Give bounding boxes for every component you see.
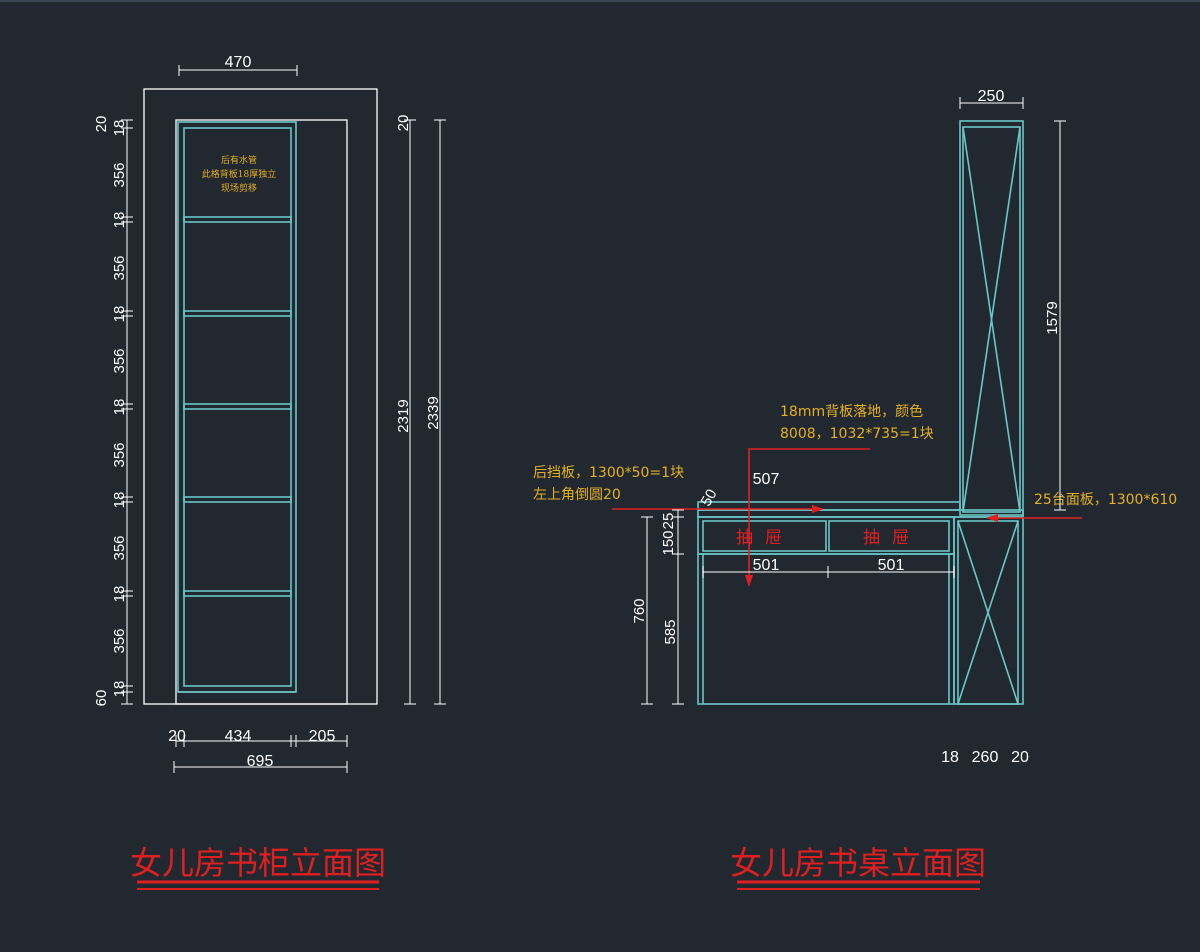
dim-inner-height: 2319 <box>395 399 412 432</box>
dim-bottom-total: 695 <box>247 753 274 770</box>
note-line-2: 此格背板18厚独立 <box>202 168 276 180</box>
dim-bottom-left: 20 <box>168 728 186 745</box>
dim-bottom-a: 18 <box>941 749 959 766</box>
side-cabinet-inner <box>957 520 1019 705</box>
dim-drawer-width-2: 501 <box>878 557 905 574</box>
dim-left-board-top: 18 <box>111 120 128 137</box>
bookcase-shelves <box>183 216 292 597</box>
dim-drawer-height: 150 <box>660 530 677 555</box>
dim-top-thickness: 25 <box>660 513 677 530</box>
dim-left-gap-4: 356 <box>111 442 128 467</box>
note-back-panel-1: 18mm背板落地，颜色 <box>780 403 923 420</box>
shelf-4 <box>183 496 292 503</box>
dim-bottom-b: 260 <box>972 749 999 766</box>
dim-left-gap-3: 356 <box>111 348 128 373</box>
tower-outer <box>959 120 1024 516</box>
note-back-panel-2: 8008，1032*735=1块 <box>780 426 934 442</box>
dim-desk-height: 760 <box>631 598 648 623</box>
countertop <box>697 509 1024 518</box>
drawer-1-label: 抽屉 <box>736 528 794 548</box>
arrow-head <box>745 575 753 587</box>
drawer-1 <box>702 520 827 552</box>
dim-left-top-margin: 20 <box>93 116 110 133</box>
dim-left-plinth: 60 <box>93 690 110 707</box>
shelf-2 <box>183 310 292 317</box>
dim-left-board-2: 18 <box>111 306 128 323</box>
dim-left-gap-5: 356 <box>111 535 128 560</box>
shelf-5 <box>183 590 292 597</box>
drawer-2 <box>828 520 950 552</box>
desk-title: 女儿房书桌立面图 <box>730 844 986 882</box>
dim-bottom-right: 205 <box>309 728 336 745</box>
note-line-3: 现场剪移 <box>221 182 257 194</box>
leader-back-panel <box>748 448 870 585</box>
dim-drawer-width-1: 501 <box>753 557 780 574</box>
dim-left-gap-6: 356 <box>111 628 128 653</box>
shelf-3 <box>183 403 292 410</box>
dim-left-board-5: 18 <box>111 586 128 603</box>
note-countertop: 25台面板，1300*610 <box>1034 492 1177 508</box>
dim-backsplash-width: 507 <box>753 471 780 488</box>
dim-left-board-3: 18 <box>111 399 128 416</box>
drawer-2-label: 抽屉 <box>863 528 921 548</box>
note-backsplash-2: 左上角倒圆20 <box>533 487 621 503</box>
tower-cross-2 <box>962 126 1021 513</box>
dim-tower-width: 250 <box>978 88 1005 105</box>
bookcase-elevation: 后有水管 此格背板18厚独立 现场剪移 470 20 18 <box>93 54 446 890</box>
arrow-head <box>812 505 824 513</box>
left-chain-ticks <box>121 119 133 705</box>
dim-left-board-4: 18 <box>111 492 128 509</box>
dim-bottom-c: 20 <box>1011 749 1029 766</box>
dim-left-gap-2: 356 <box>111 255 128 280</box>
note-line-1: 后有水管 <box>221 154 257 166</box>
note-backsplash-1: 后挡板，1300*50=1块 <box>533 465 684 481</box>
dim-left-board-1: 18 <box>111 212 128 229</box>
desk-elevation: 抽屉 抽屉 18mm背板落地，颜色 8008，1032*735=1块 后挡板，1… <box>533 88 1177 890</box>
bookcase-carcass <box>177 121 297 693</box>
dim-leg-height: 585 <box>662 619 679 644</box>
tower-inner <box>962 126 1021 513</box>
desk-knee-space <box>697 553 955 705</box>
dim-right-top-margin: 20 <box>395 115 412 132</box>
bookcase-wall-opening <box>175 119 348 705</box>
dim-top-width: 470 <box>225 54 252 71</box>
bookcase-inner <box>183 127 292 687</box>
dim-left-gap-1: 356 <box>111 162 128 187</box>
dim-total-height: 2339 <box>425 396 442 429</box>
dim-bottom-inner: 434 <box>225 728 252 745</box>
bookcase-outer-frame <box>143 88 378 705</box>
dim-tower-height: 1579 <box>1044 301 1061 334</box>
dim-left-board-bottom: 18 <box>111 681 128 698</box>
arrow-head <box>986 514 998 522</box>
dim-backsplash-height: 50 <box>698 486 721 509</box>
shelf-1 <box>183 216 292 223</box>
bookcase-title: 女儿房书柜立面图 <box>130 844 386 882</box>
